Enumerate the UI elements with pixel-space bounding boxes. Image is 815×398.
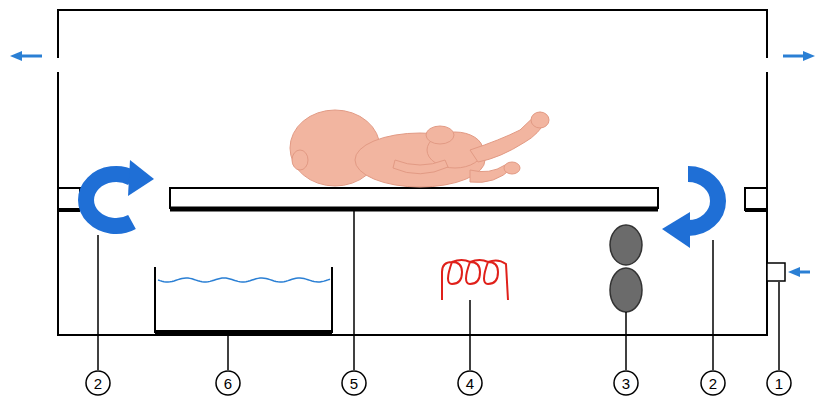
heater-coil xyxy=(442,260,508,300)
callout-number: 3 xyxy=(614,371,638,395)
fan xyxy=(610,225,642,312)
callout-number: 2 xyxy=(701,371,725,395)
callout-number: 1 xyxy=(767,371,791,395)
incubator-housing xyxy=(58,10,767,335)
exhaust-arrows xyxy=(10,51,815,61)
air-inlet xyxy=(767,263,810,281)
leader-lines xyxy=(98,210,779,370)
side-vents xyxy=(58,188,767,210)
callout-number: 4 xyxy=(458,371,482,395)
callout-circles xyxy=(86,371,791,395)
callout-number: 2 xyxy=(86,371,110,395)
callout-number: 6 xyxy=(216,371,240,395)
callout-number: 5 xyxy=(342,371,366,395)
baby-figure xyxy=(290,110,549,187)
water-tank xyxy=(155,267,332,332)
mattress-platform xyxy=(170,188,658,209)
